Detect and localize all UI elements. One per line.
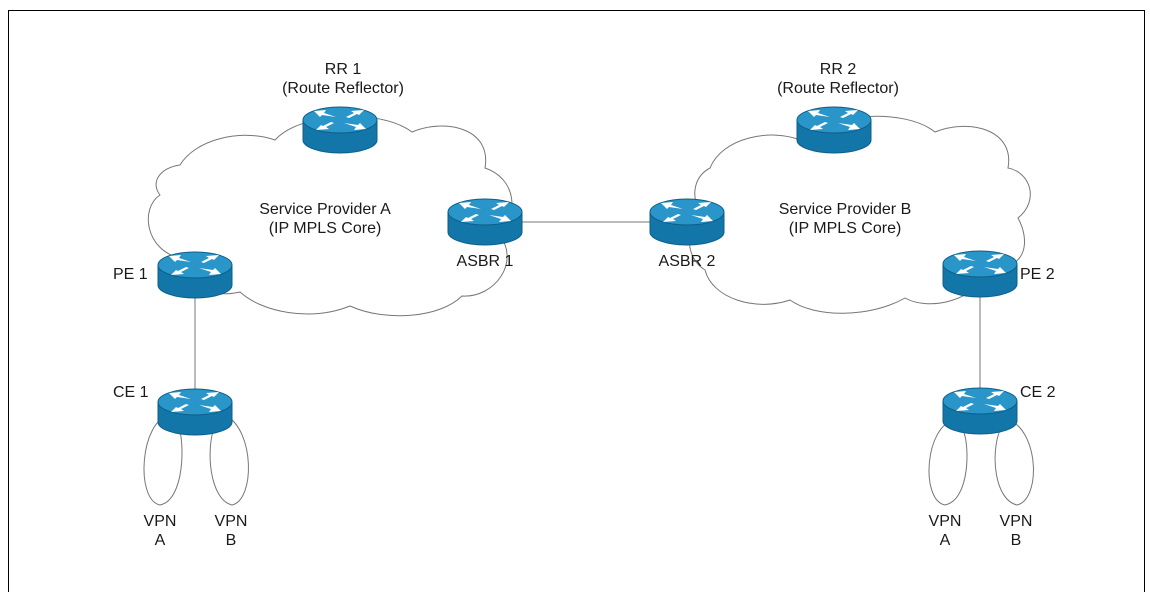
router-rr1-icon xyxy=(302,106,378,154)
vpn-loop-right-a xyxy=(928,419,968,506)
router-asbr2-icon xyxy=(649,198,725,246)
rr2-label: RR 2 (Route Reflector) xyxy=(753,60,923,98)
vpn-left-a-line1: VPN xyxy=(143,513,177,530)
service-provider-b-line2: (IP MPLS Core) xyxy=(788,220,902,237)
ce1-label: CE 1 xyxy=(113,384,149,401)
vpn-right-b-line1: VPN xyxy=(999,513,1033,530)
rr1-label: RR 1 (Route Reflector) xyxy=(258,60,428,98)
service-provider-a-line2: (IP MPLS Core) xyxy=(268,220,382,237)
rr1-label-line1: RR 1 xyxy=(324,61,362,78)
service-provider-b-line1: Service Provider B xyxy=(778,201,912,218)
router-ce1-icon xyxy=(157,388,233,436)
router-rr2-icon xyxy=(796,106,872,154)
vpn-left-b-line1: VPN xyxy=(214,513,248,530)
service-provider-a-line1: Service Provider A xyxy=(259,201,391,218)
vpn-left-a-line2: A xyxy=(154,532,166,549)
router-pe1-icon xyxy=(157,251,233,299)
router-ce2-icon xyxy=(942,387,1018,435)
rr1-label-line2: (Route Reflector) xyxy=(282,80,404,97)
vpn-right-b-label: VPN B xyxy=(991,512,1041,550)
asbr1-label: ASBR 1 xyxy=(456,253,514,270)
ce2-label: CE 2 xyxy=(1020,384,1056,401)
router-pe2-icon xyxy=(942,250,1018,298)
rr2-label-line1: RR 2 xyxy=(819,61,857,78)
vpn-right-b-line2: B xyxy=(1010,532,1022,549)
vpn-loop-left-a xyxy=(143,414,183,506)
service-provider-a-label: Service Provider A (IP MPLS Core) xyxy=(235,200,415,238)
vpn-right-a-line1: VPN xyxy=(928,513,962,530)
vpn-loop-left-b xyxy=(209,414,249,506)
vpn-left-b-label: VPN B xyxy=(206,512,256,550)
vpn-right-a-label: VPN A xyxy=(920,512,970,550)
diagram-frame xyxy=(8,10,1145,592)
vpn-left-b-line2: B xyxy=(225,532,237,549)
rr2-label-line2: (Route Reflector) xyxy=(777,80,899,97)
vpn-right-a-line2: A xyxy=(939,532,951,549)
pe2-label: PE 2 xyxy=(1020,266,1055,283)
router-asbr1-icon xyxy=(447,198,523,246)
service-provider-b-label: Service Provider B (IP MPLS Core) xyxy=(755,200,935,238)
vpn-loop-right-b xyxy=(994,419,1034,506)
pe1-label: PE 1 xyxy=(113,266,148,283)
vpn-left-a-label: VPN A xyxy=(135,512,185,550)
asbr2-label: ASBR 2 xyxy=(658,253,716,270)
